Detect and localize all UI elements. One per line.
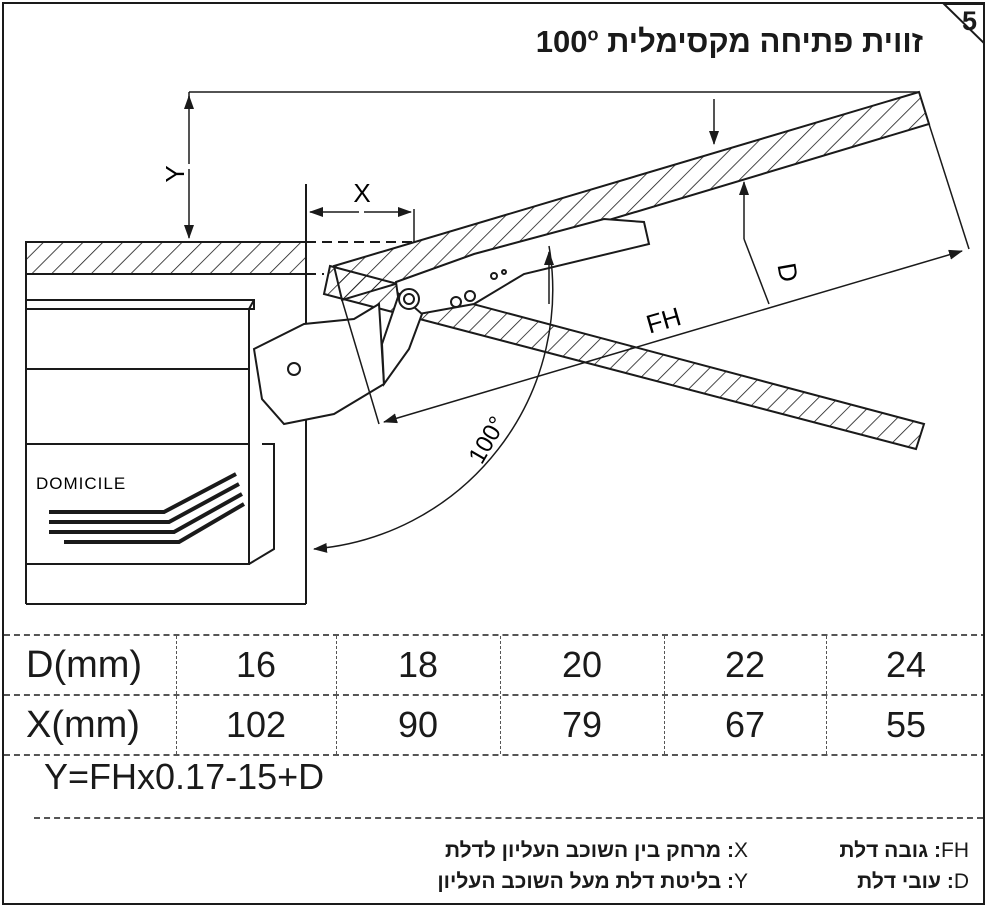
opening-angle-arc [313, 245, 554, 553]
closed-door-outline [322, 264, 926, 451]
d-label: D [771, 261, 804, 285]
legend-key: Y [733, 870, 748, 893]
brand-stripes [49, 472, 246, 544]
formula-divider [34, 817, 983, 819]
table-cell: 67 [724, 704, 766, 745]
x-label: X [353, 178, 370, 208]
degree-mark: o [587, 24, 599, 45]
legend-text: מרחק בין השוכב העליון לדלת [444, 839, 722, 862]
table-cell: 90 [397, 704, 439, 745]
brand-logo: DOMICILE [36, 474, 126, 493]
legend-d: D: עובי דלת [857, 870, 969, 893]
table-cell: 22 [724, 644, 766, 685]
page-title: זווית פתיחה מקסימלית 100o [536, 24, 923, 60]
legend-x: X: מרחק בין השוכב העליון לדלת [444, 839, 748, 862]
formula: Y=FHx0.17-15+D [44, 756, 325, 797]
hinge-diagram: DOMICILE Y X [25, 4, 983, 605]
legend-text: בליטת דלת מעל השוכב העליון [437, 870, 722, 893]
title-angle: 100o [535, 24, 599, 59]
table-row-x: X(mm) 102 90 79 67 55 [4, 696, 983, 756]
table-cell: 16 [235, 644, 277, 685]
drawer-box [26, 299, 275, 565]
legend-key: D [953, 870, 969, 893]
table-cell: 79 [561, 704, 603, 745]
legend-text: עובי דלת [857, 870, 941, 893]
row-header-x: X(mm) [26, 704, 140, 746]
table-cell: 102 [225, 704, 287, 745]
y-label: Y [160, 165, 190, 182]
legend-y: Y: בליטת דלת מעל השוכב העליון [437, 870, 748, 893]
step-corner-marker [942, 4, 983, 44]
row-header-d: D(mm) [26, 644, 143, 686]
step-number: 5 [961, 6, 977, 36]
cabinet-top-panel [25, 241, 307, 275]
table-row-d: D(mm) 16 18 20 22 24 [4, 634, 983, 696]
fh-label: FH [643, 301, 685, 339]
legend-text: גובה דלת [839, 839, 929, 862]
legend-key: X [733, 839, 748, 862]
title-text: זווית פתיחה מקסימלית [607, 24, 923, 59]
legend-key: FH [941, 839, 969, 862]
fh-dimension-arrow [383, 338, 665, 424]
table-cell: 55 [885, 704, 927, 745]
table-cell: 24 [885, 644, 927, 685]
table-cell: 20 [561, 644, 603, 685]
dimension-table: D(mm) 16 18 20 22 24 X(mm) 102 90 79 67 … [4, 634, 983, 756]
legend-fh: FH: גובה דלת [839, 839, 969, 862]
table-cell: 18 [397, 644, 439, 685]
open-door [332, 90, 931, 302]
